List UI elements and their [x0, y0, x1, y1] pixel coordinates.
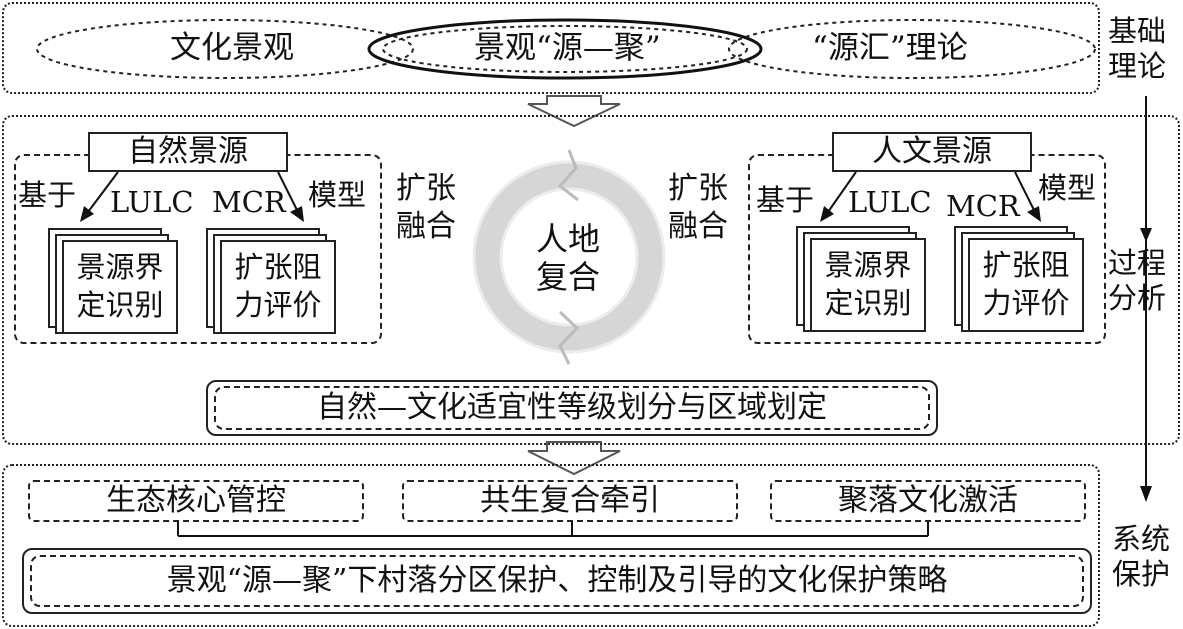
center-label: 人地 复合	[536, 220, 601, 297]
top-left-ellipse-label: 文化景观	[170, 30, 294, 66]
card-resistance-evaluation: 扩张阻 力评价	[234, 250, 322, 322]
arrowhead-right-a	[820, 206, 834, 222]
arrowhead-left-b	[290, 206, 304, 222]
strategy-settlement-activation: 聚落文化激活	[770, 480, 1086, 522]
theory-section	[2, 2, 1100, 94]
strategy-ecological-core: 生态核心管控	[28, 480, 364, 522]
cultural-source-title: 人文景源	[832, 132, 1032, 172]
ellipse-source-sink-theory	[728, 19, 1096, 79]
card-source-identification-right: 景源界 定识别	[824, 248, 912, 320]
right-lulc: LULC	[848, 185, 932, 219]
right-based-on: 基于	[756, 183, 815, 217]
suitability-inner: 自然—文化适宜性等级划分与区域划定	[214, 386, 930, 430]
left-mcr: MCR	[212, 185, 286, 219]
process-section	[2, 115, 1180, 445]
right-mcr: MCR	[946, 189, 1020, 223]
side-label-system: 系统 保护	[1112, 522, 1171, 591]
arrowhead-left-a	[80, 206, 94, 222]
side-label-theory: 基础 理论	[1108, 14, 1167, 83]
left-expansion-label: 扩张 融合	[396, 171, 456, 244]
suitability-box	[206, 380, 938, 436]
strategy-symbiosis: 共生复合牵引	[402, 480, 738, 522]
right-model: 模型	[1038, 171, 1097, 205]
ellipse-cultural-landscape	[36, 19, 414, 79]
left-lulc: LULC	[110, 185, 194, 219]
top-right-ellipse-label: “源汇”理论	[812, 30, 968, 66]
ellipse-source-convergence	[367, 18, 763, 80]
strategy-outer	[22, 548, 1092, 614]
natural-source-title: 自然景源	[88, 132, 288, 172]
ellipse-source-convergence-inner	[382, 25, 748, 73]
protection-section	[2, 464, 1100, 627]
left-model: 模型	[308, 178, 367, 212]
top-center-ellipse-label: 景观“源—聚”	[474, 30, 661, 66]
flow-arrowhead-1	[1140, 228, 1152, 242]
card-source-identification: 景源界 定识别	[76, 250, 164, 322]
cycle-ring	[472, 149, 666, 365]
flow-arrowhead-2	[1140, 486, 1152, 502]
strategy-inner: 景观“源—聚”下村落分区保护、控制及引导的文化保护策略	[30, 555, 1084, 607]
side-label-process: 过程 分析	[1108, 246, 1167, 315]
arrowhead-right-b	[1027, 206, 1041, 222]
card-resistance-evaluation-right: 扩张阻 力评价	[982, 248, 1070, 320]
right-expansion-label: 扩张 融合	[668, 171, 728, 244]
left-based-on: 基于	[18, 178, 77, 212]
